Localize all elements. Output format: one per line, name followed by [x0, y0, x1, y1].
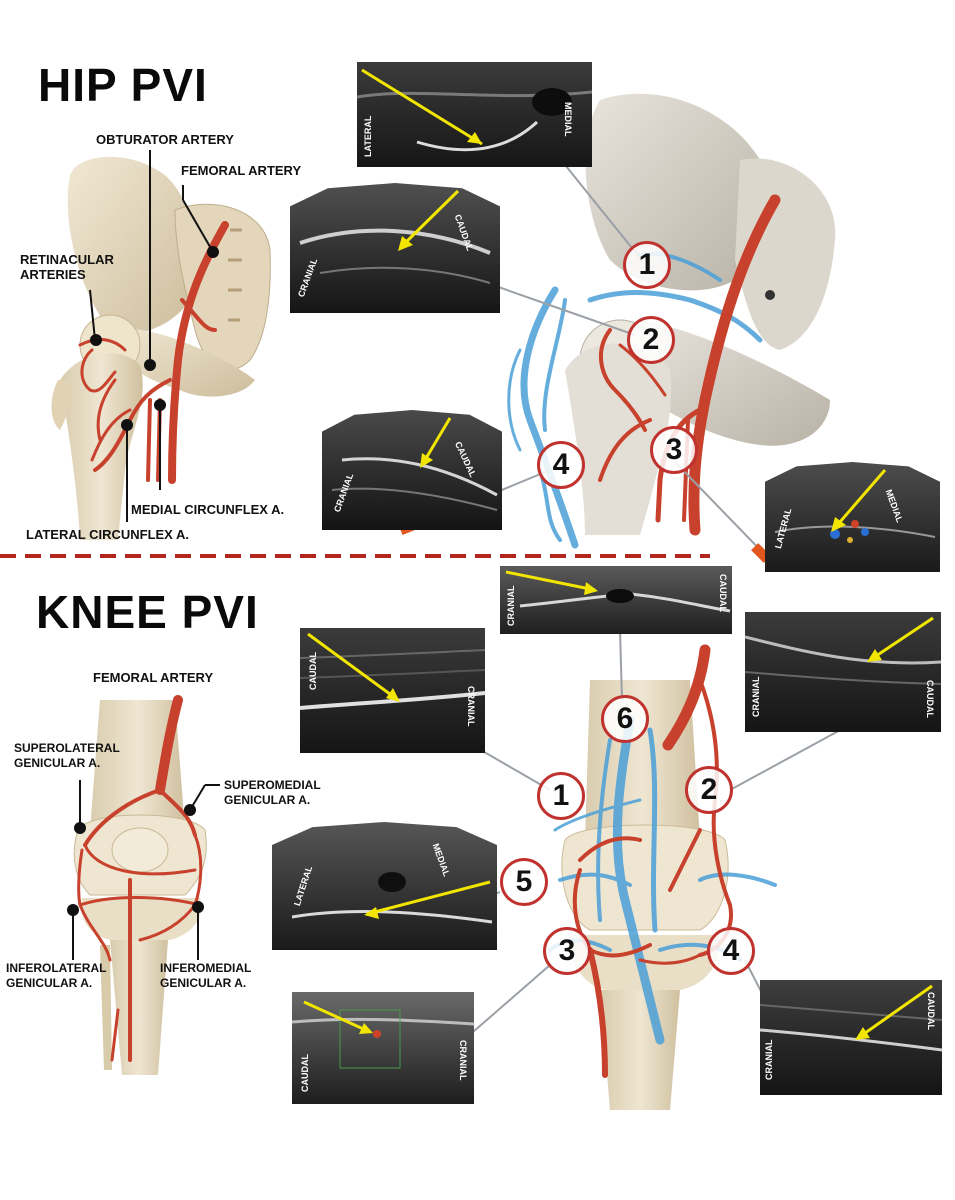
- target-arrow: [307, 632, 399, 702]
- target-arrow: [831, 469, 887, 531]
- hip-ultrasound-2: CRANIAL CAUDAL: [290, 183, 500, 313]
- knee-anatomy-drawing: [73, 700, 207, 1075]
- knee-ultrasound-6: CRANIAL CAUDAL: [500, 566, 732, 634]
- us-direction-label: MEDIAL: [563, 102, 573, 137]
- target-arrow: [857, 984, 933, 1040]
- hip-injection-point-4: 4: [537, 441, 585, 489]
- femoral-artery-label: FEMORAL ARTERY: [181, 163, 302, 178]
- knee-arteries-small: [77, 695, 203, 1062]
- us-direction-label: CAUDAL: [926, 992, 936, 1030]
- lateral-circumflex-label: LATERAL CIRCUNFLEX A.: [26, 527, 189, 542]
- inferolateral-genicular-label: INFEROLATERAL GENICULAR A.: [6, 961, 107, 990]
- knee-ultrasound-4: CRANIAL CAUDAL: [760, 980, 942, 1095]
- knee-femoral-artery-label: FEMORAL ARTERY: [93, 670, 214, 685]
- hip-ultrasound-4: CRANIAL CAUDAL: [322, 410, 502, 530]
- knee-ultrasound-2: CRANIAL CAUDAL: [745, 612, 941, 732]
- hip-large-anatomy: [565, 93, 836, 535]
- us-direction-label: CAUDAL: [300, 1054, 310, 1092]
- us-direction-label: CRANIAL: [506, 585, 516, 627]
- knee-leader-lines: [67, 780, 220, 960]
- us-direction-label: CAUDAL: [718, 574, 728, 612]
- target-arrow: [398, 189, 460, 250]
- hip-ultrasound-3: LATERAL MEDIAL: [765, 462, 940, 572]
- target-arrow: [303, 1000, 371, 1034]
- knee-injection-point-4: 4: [707, 927, 755, 975]
- knee-injection-point-5: 5: [500, 858, 548, 906]
- knee-injection-point-1: 1: [537, 772, 585, 820]
- knee-section-title: KNEE PVI: [36, 586, 259, 638]
- us-direction-label: CAUDAL: [308, 652, 318, 690]
- inferomedial-genicular-label: INFEROMEDIAL GENICULAR A.: [160, 961, 252, 990]
- us-direction-label: CRANIAL: [764, 1039, 774, 1081]
- knee-injection-point-3: 3: [543, 927, 591, 975]
- hip-injection-point-3: 3: [650, 426, 698, 474]
- us-direction-label: CRANIAL: [466, 686, 476, 727]
- superomedial-genicular-label: SUPEROMEDIAL GENICULAR A.: [224, 778, 321, 807]
- superolateral-genicular-label: SUPEROLATERAL GENICULAR A.: [14, 741, 120, 770]
- hip-fluid-splash: [507, 251, 763, 549]
- knee-fluid-splash: [548, 715, 777, 1045]
- hip-arteries-small: [78, 221, 229, 484]
- target-arrow: [366, 880, 491, 916]
- hip-ultrasound-1: LATERAL MEDIAL: [357, 62, 592, 167]
- knee-ultrasound-3: CAUDAL CRANIAL: [292, 992, 474, 1104]
- target-arrow: [361, 68, 483, 146]
- us-direction-label: CRANIAL: [751, 676, 761, 718]
- retinacular-arteries-label: RETINACULAR ARTERIES: [20, 252, 114, 282]
- hip-anatomy-drawing: [51, 156, 271, 540]
- knee-ultrasound-5: LATERAL MEDIAL: [272, 822, 497, 950]
- hip-injection-point-2: 2: [627, 316, 675, 364]
- us-direction-label: CAUDAL: [925, 680, 935, 718]
- hip-section-title: HIP PVI: [38, 59, 208, 111]
- target-arrow: [869, 616, 934, 662]
- knee-ultrasound-1: CAUDAL CRANIAL: [300, 628, 485, 753]
- target-arrow: [505, 570, 596, 592]
- us-direction-label: LATERAL: [363, 115, 373, 157]
- us-direction-label: CRANIAL: [458, 1040, 468, 1081]
- knee-large-anatomy: [561, 680, 729, 1110]
- hip-leader-lines: [89, 150, 219, 522]
- knee-injection-point-2: 2: [685, 766, 733, 814]
- medial-circumflex-label: MEDIAL CIRCUNFLEX A.: [131, 502, 285, 517]
- obturator-artery-label: OBTURATOR ARTERY: [96, 132, 234, 147]
- knee-injection-point-6: 6: [601, 695, 649, 743]
- hip-injection-point-1: 1: [623, 241, 671, 289]
